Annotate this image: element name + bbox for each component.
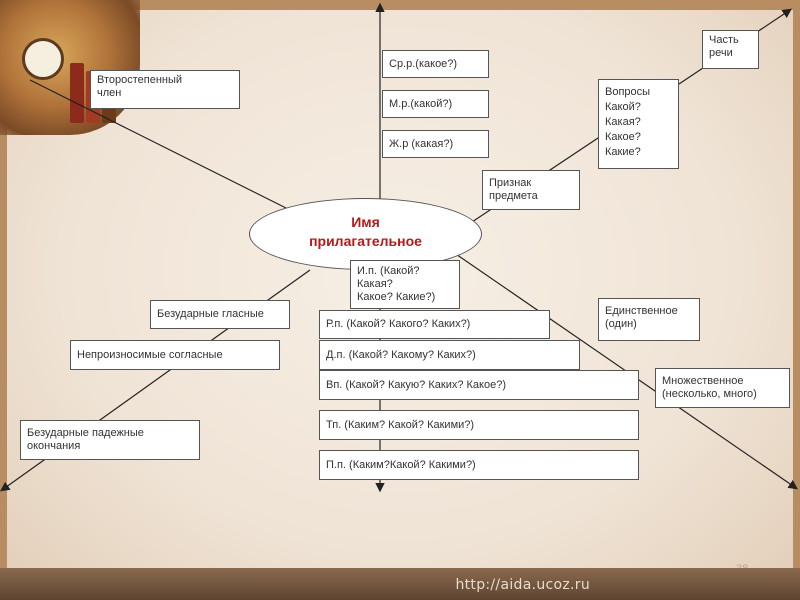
dative-case-box: Д.п. (Какой? Какому? Каких?) [319,340,580,370]
feminine-gender-box: Ж.р (какая?) [382,130,489,158]
masculine-gender-box: М.р.(какой?) [382,90,489,118]
secondary-member-box: Второстепенный член [90,70,240,109]
attribute-box: Признак предмета [482,170,580,210]
nominative-case-box: И.п. (Какой? Какая? Какое? Какие?) [350,260,460,309]
instrumental-case-box: Тп. (Каким? Какой? Какими?) [319,410,639,440]
unpronounceable-consonants-box: Непроизносимые согласные [70,340,280,370]
questions-box: Вопросы Какой? Какая? Какое? Какие? [598,79,679,169]
footer-bar [0,568,800,600]
unstressed-endings-box: Безударные падежные окончания [20,420,200,460]
unstressed-vowels-box: Безударные гласные [150,300,290,329]
prepositional-case-box: П.п. (Каким?Какой? Какими?) [319,450,639,480]
neuter-gender-box: Ср.р.(какое?) [382,50,489,78]
central-concept-label: Имя прилагательное [250,213,481,251]
part-of-speech-box: Часть речи [702,30,759,69]
accusative-case-box: Вп. (Какой? Какую? Каких? Какое?) [319,370,639,400]
singular-box: Единственное (один) [598,298,700,341]
footer-url: http://aida.ucoz.ru [455,577,590,593]
genitive-case-box: Р.п. (Какой? Какого? Каких?) [319,310,550,339]
plural-box: Множественное (несколько, много) [655,368,790,408]
